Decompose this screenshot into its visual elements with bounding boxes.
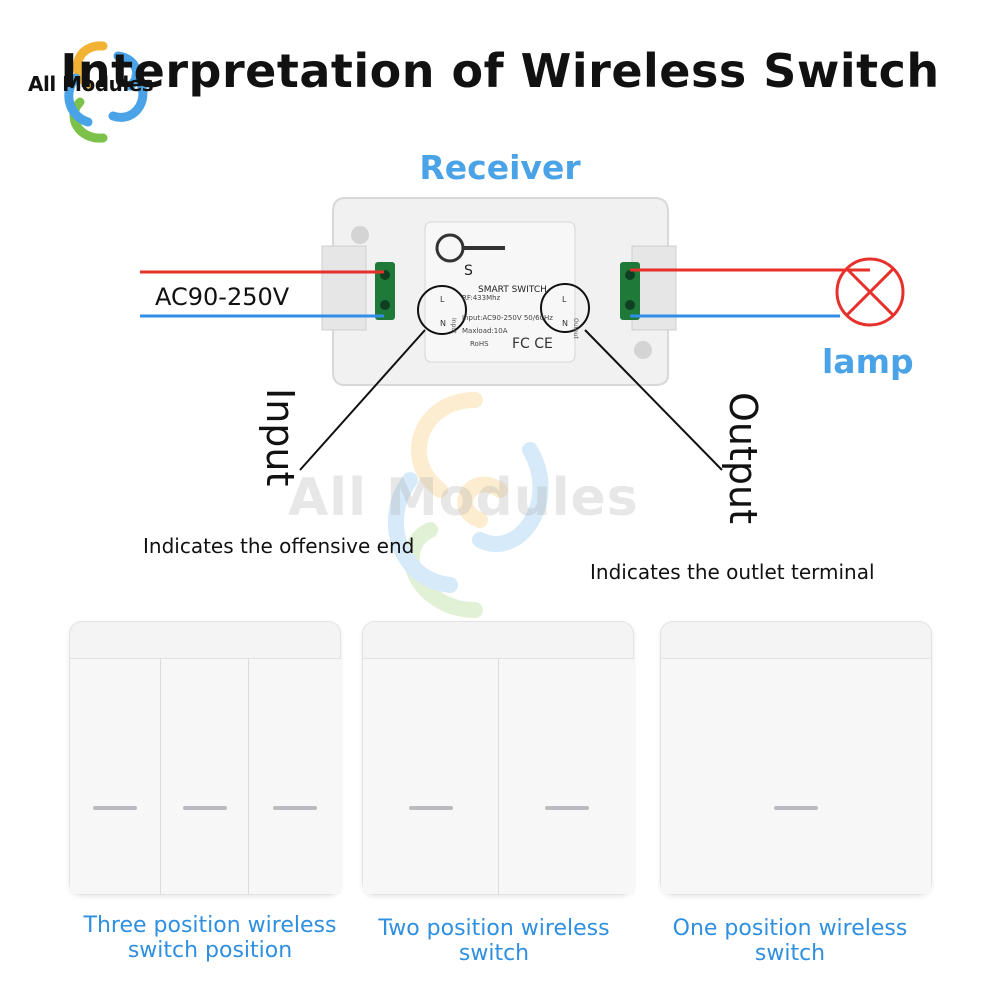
- output-terminal-l: L: [562, 295, 567, 304]
- device-brand-mark: S: [464, 263, 473, 279]
- wiring-diagram: S SMART SWITCH RF:433Mhz Input:AC90-250V…: [140, 197, 905, 471]
- two-position-switch: [363, 622, 634, 894]
- spiral-logo-icon: [64, 41, 148, 143]
- input-terminal-n: N: [440, 319, 446, 328]
- voltage-label: AC90-250V: [155, 283, 290, 311]
- logo-text: All Modules: [28, 72, 154, 96]
- output-terminal-n: N: [562, 319, 568, 328]
- three-position-caption: Three position wireless switch position: [83, 913, 337, 963]
- input-label: Input: [258, 388, 302, 487]
- receiver-label: Receiver: [419, 148, 581, 187]
- device-input-spec: Input:AC90-250V 50/60Hz: [462, 314, 553, 322]
- watermark-text: All Modules: [288, 468, 639, 528]
- rocker-button[interactable]: [498, 658, 634, 894]
- indicator-led: [93, 806, 137, 810]
- lamp-label: lamp: [822, 342, 914, 381]
- watermark-spiral-icon: [387, 392, 549, 618]
- indicator-led: [273, 806, 317, 810]
- output-description: Indicates the outlet terminal: [590, 560, 875, 584]
- rocker-button[interactable]: [363, 658, 498, 894]
- device-input-tag: Input: [450, 318, 457, 334]
- device-brand-line: SMART SWITCH: [478, 285, 547, 295]
- output-wires: [630, 268, 870, 318]
- one-position-caption: One position wireless switch: [672, 916, 908, 966]
- page-title: Interpretation of Wireless Switch: [60, 44, 940, 98]
- device-cert: FC CE: [512, 336, 553, 352]
- input-leader-line: [299, 329, 426, 471]
- input-label-wrap: Input: [258, 388, 302, 518]
- rocker-button[interactable]: [248, 658, 341, 894]
- output-label: Output: [721, 392, 765, 524]
- input-terminal-l: L: [440, 295, 445, 304]
- indicator-led: [774, 806, 818, 810]
- one-position-switch: [661, 622, 931, 894]
- device-output-tag: Output: [572, 318, 579, 339]
- indicator-led: [183, 806, 227, 810]
- indicator-led: [408, 806, 453, 810]
- three-position-switch: [70, 622, 341, 894]
- lamp-icon: [835, 257, 905, 327]
- device-maxload: Maxload:10A: [462, 327, 508, 335]
- rocker-button[interactable]: [661, 658, 931, 894]
- two-position-caption: Two position wireless switch: [378, 916, 610, 966]
- device-rohs: RoHS: [470, 340, 489, 348]
- input-description: Indicates the offensive end: [143, 534, 415, 558]
- supply-wires: [140, 270, 384, 318]
- device-rf: RF:433Mhz: [462, 294, 501, 302]
- rocker-button[interactable]: [70, 658, 160, 894]
- output-leader-line: [584, 329, 723, 471]
- rocker-button[interactable]: [160, 658, 249, 894]
- indicator-led: [544, 806, 589, 810]
- output-label-wrap: Output: [721, 392, 765, 552]
